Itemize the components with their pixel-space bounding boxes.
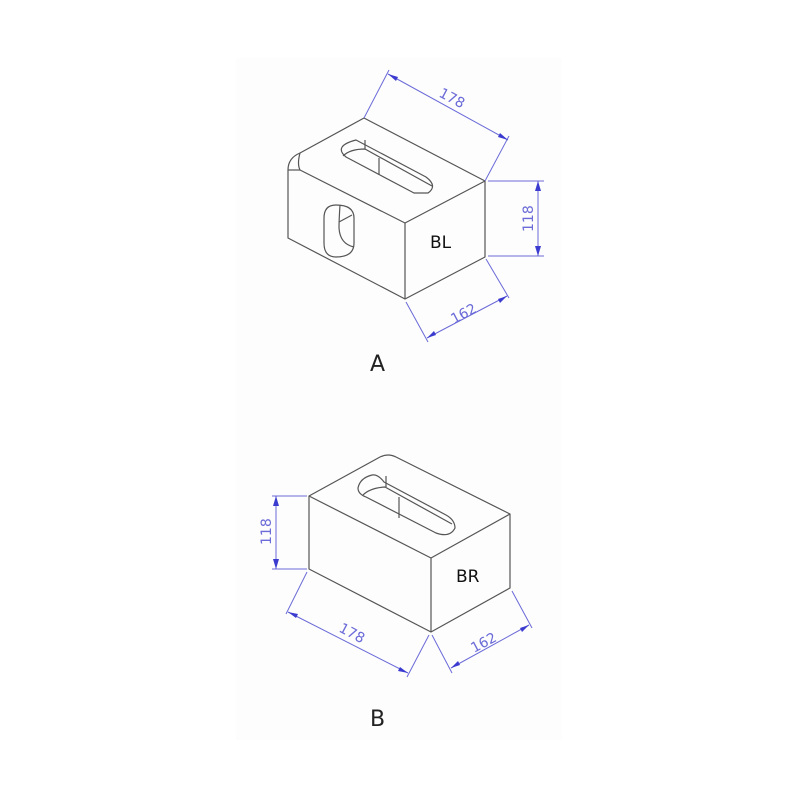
casting-a-outline — [287, 117, 486, 300]
casting-b-height-value: 118 — [259, 518, 275, 545]
casting-b-dimension-length: 178 — [285, 571, 430, 678]
casting-b-width-value: 162 — [468, 630, 499, 657]
casting-b-face-label: BR — [456, 567, 480, 587]
casting-b-top-slot — [357, 474, 456, 536]
casting-b-dimension-height: 118 — [259, 495, 307, 570]
casting-a-dimension-height: 118 — [488, 180, 544, 257]
casting-b: 118 178 162 BR — [259, 454, 533, 678]
casting-a-dimension-length: 178 — [363, 69, 510, 182]
casting-a-width-value: 162 — [448, 301, 479, 328]
casting-a-length-value: 178 — [436, 85, 467, 112]
casting-a: 178 118 162 BL — [287, 69, 544, 343]
casting-a-face-label: BL — [430, 233, 452, 253]
caption-a: A — [370, 352, 386, 377]
casting-a-height-value: 118 — [521, 205, 537, 232]
caption-b: B — [370, 707, 386, 732]
casting-b-length-value: 178 — [336, 620, 367, 647]
casting-a-top-slot — [340, 139, 434, 194]
drawing-panel — [236, 58, 562, 740]
casting-b-outline — [308, 454, 511, 633]
casting-a-side-hole — [323, 204, 355, 258]
